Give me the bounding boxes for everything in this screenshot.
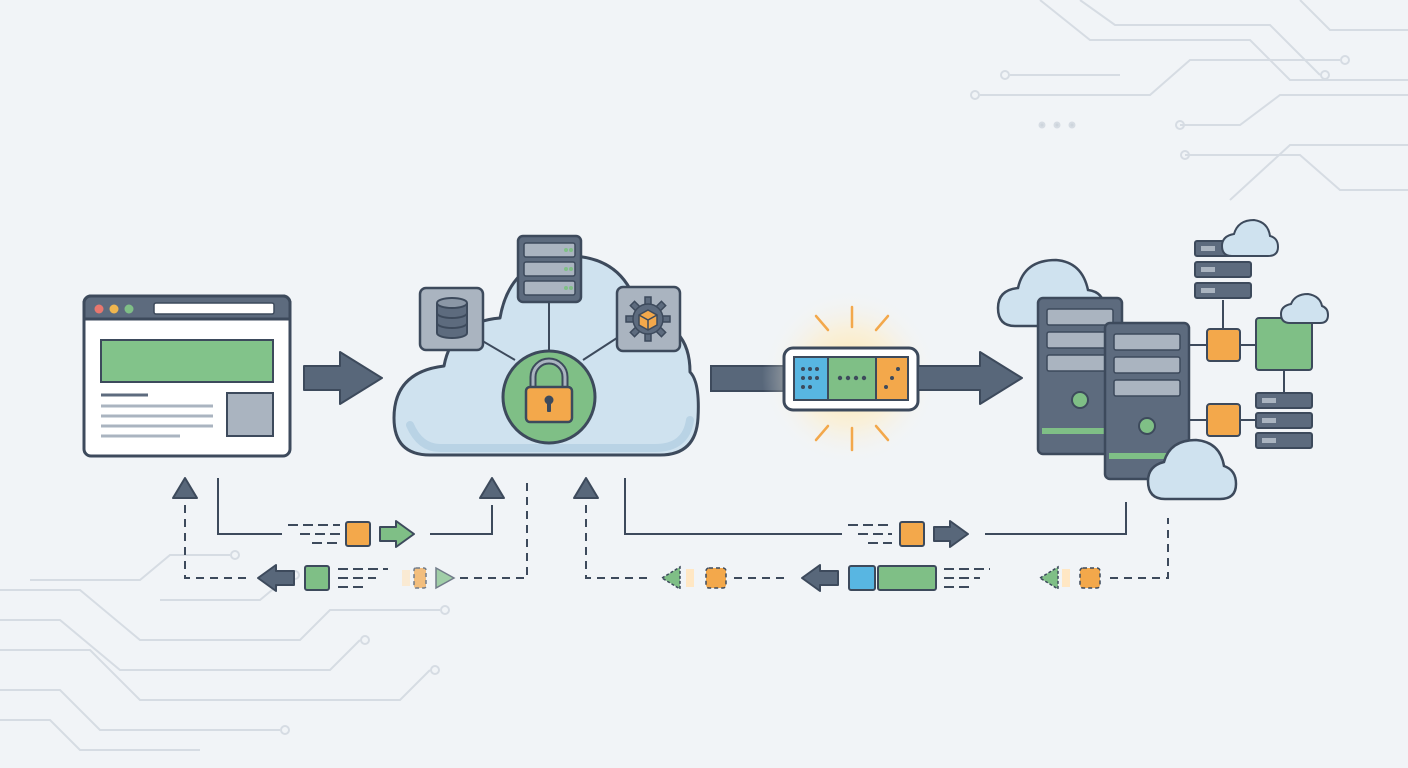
- window-dot-red: [94, 304, 104, 314]
- cloud-gateway: [392, 234, 700, 457]
- gear-box-icon: [615, 285, 682, 353]
- banner-block: [100, 339, 274, 383]
- packet-green-long: [877, 565, 937, 591]
- glow-rays: [814, 305, 890, 452]
- return-arrow-left: [257, 564, 295, 592]
- fading-packet-right: [1038, 565, 1101, 591]
- arrow-token-to-servers: [917, 351, 1023, 405]
- image-placeholder: [226, 392, 274, 437]
- packet-green: [304, 565, 330, 591]
- padlock-icon: [501, 349, 597, 445]
- circuit-traces-top-right: [970, 0, 1408, 201]
- packet-arrow-green: [379, 520, 415, 548]
- packet-blue: [848, 565, 876, 591]
- up-arrow-browser: [172, 477, 198, 499]
- address-bar: [153, 302, 275, 315]
- network-node-orange-top: [1206, 328, 1241, 362]
- network-node-green: [1255, 317, 1313, 371]
- request-loop-left: [172, 477, 528, 592]
- return-arrow-right: [801, 564, 839, 592]
- window-dot-yellow: [109, 304, 119, 314]
- cloud-icon-top-right: [1220, 218, 1280, 257]
- fading-packet: [402, 566, 456, 590]
- server-icon: [516, 234, 583, 304]
- packet-orange: [345, 521, 371, 547]
- cloud-icon-bottom: [1146, 438, 1238, 501]
- encrypted-token: [762, 289, 938, 465]
- arrow-browser-to-cloud: [303, 351, 383, 405]
- browser-window: [82, 294, 292, 458]
- up-arrow-cloud-right: [573, 477, 599, 499]
- cloud-icon-right: [1279, 292, 1330, 324]
- packet-orange-right: [899, 521, 925, 547]
- text-lines: [101, 393, 213, 438]
- circuit-traces-bottom-left: [0, 550, 450, 751]
- database-icon: [418, 286, 485, 352]
- server-tower-front: [1103, 321, 1191, 481]
- up-arrow-cloud: [479, 477, 505, 499]
- request-loop-right: [573, 477, 1169, 592]
- packet-arrow-dark: [933, 520, 969, 548]
- window-dot-green: [124, 304, 134, 314]
- server-cluster: [996, 218, 1330, 501]
- fading-packet-left: [660, 565, 790, 591]
- server-stack-bottom: [1255, 392, 1313, 449]
- network-node-orange-bottom: [1206, 403, 1241, 437]
- server-tower-back: [1036, 296, 1124, 456]
- server-stack-top: [1194, 240, 1252, 299]
